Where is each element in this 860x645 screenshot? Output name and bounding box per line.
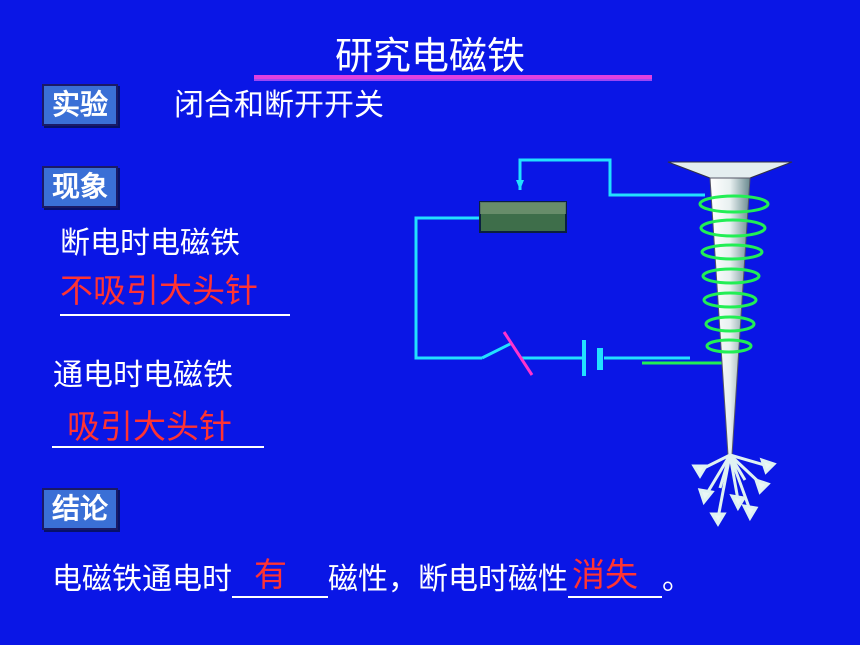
circuit-wires bbox=[414, 158, 705, 360]
conclusion-blank1: 有 bbox=[232, 556, 328, 598]
rheostat-slider-arrow bbox=[516, 180, 524, 190]
phenomenon-tag: 现象 bbox=[42, 166, 119, 208]
conclusion-part1: 电磁铁通电时 bbox=[52, 562, 232, 597]
core-top-cap bbox=[667, 161, 793, 179]
page-title: 研究电磁铁 bbox=[334, 34, 525, 78]
power-on-answer-blank bbox=[52, 446, 264, 448]
switch-lever bbox=[481, 341, 513, 360]
left-wire bbox=[414, 216, 482, 360]
switch-open-mark bbox=[502, 331, 534, 376]
experiment-text: 闭合和断开开关 bbox=[174, 88, 384, 123]
experiment-tag: 实验 bbox=[42, 84, 119, 126]
electromagnet-circuit-diagram bbox=[414, 158, 793, 527]
power-off-answer-blank bbox=[60, 314, 290, 316]
power-on-text: 通电时电磁铁 bbox=[53, 358, 233, 393]
power-off-text: 断电时电磁铁 bbox=[60, 226, 240, 261]
title-underline bbox=[254, 75, 652, 79]
conclusion-tag: 结论 bbox=[42, 488, 119, 530]
rheostat-highlight bbox=[480, 202, 566, 214]
conclusion-blank2-answer: 消失 bbox=[572, 555, 638, 594]
conclusion-blank1-answer: 有 bbox=[254, 555, 287, 594]
title-underline-shadow bbox=[254, 79, 652, 81]
conclusion-end: 。 bbox=[662, 562, 692, 597]
conclusion-part2: 磁性，断电时磁性 bbox=[328, 562, 568, 597]
power-off-answer: 不吸引大头针 bbox=[60, 271, 258, 310]
top-wire bbox=[518, 158, 705, 197]
coil bbox=[698, 194, 770, 354]
conclusion-blank2: 消失 bbox=[568, 556, 662, 598]
pins-cluster bbox=[691, 453, 777, 527]
power-on-answer: 吸引大头针 bbox=[67, 407, 232, 446]
conclusion-sentence: 电磁铁通电时有 磁性，断电时磁性消失。 bbox=[52, 556, 692, 602]
